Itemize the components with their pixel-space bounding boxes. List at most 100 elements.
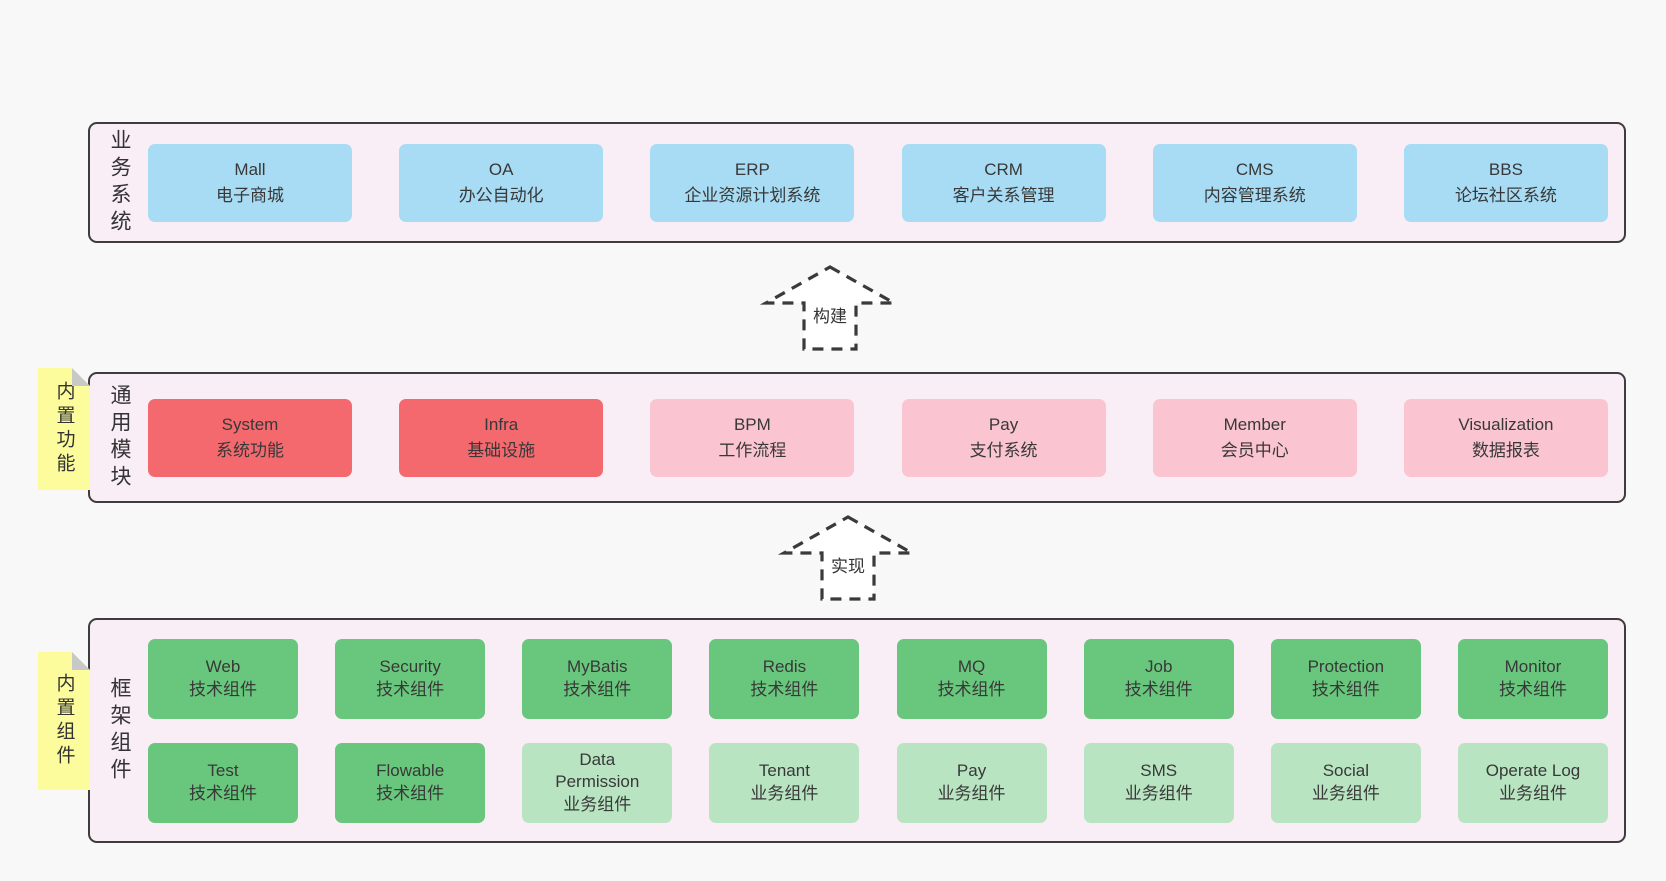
- box-flowable: Flowable 技术组件: [335, 742, 486, 823]
- box-tenant-name: Tenant: [758, 761, 810, 781]
- box-mybatis-sub: 技术组件: [563, 679, 632, 699]
- box-bbs-name: BBS: [1488, 160, 1523, 179]
- box-mall-name: Mall: [234, 160, 266, 179]
- box-tenant: Tenant 业务组件: [709, 742, 860, 823]
- panel-modules-label: 通用模块: [90, 374, 148, 501]
- box-pay-business-sub: 业务组件: [937, 783, 1006, 803]
- box-member-sub: 会员中心: [1220, 440, 1289, 460]
- box-cms: CMS 内容管理系统: [1152, 143, 1357, 222]
- box-mall-sub: 电子商城: [216, 185, 284, 205]
- box-test-name: Test: [207, 761, 239, 781]
- sticky-note-builtin-features: 内置功能: [38, 368, 90, 490]
- box-protection: Protection 技术组件: [1270, 638, 1421, 719]
- box-bbs-sub: 论坛社区系统: [1454, 185, 1557, 205]
- box-mybatis-name: MyBatis: [567, 657, 628, 677]
- box-test: Test 技术组件: [148, 742, 298, 823]
- box-web: Web 技术组件: [148, 638, 298, 719]
- box-member-name: Member: [1223, 415, 1286, 434]
- box-operate-log-name: Operate Log: [1485, 761, 1581, 781]
- box-redis-name: Redis: [762, 657, 807, 677]
- box-social: Social 业务组件: [1270, 742, 1421, 823]
- box-mall: Mall 电子商城: [148, 143, 352, 222]
- arrow-implement-label: 实现: [828, 552, 868, 577]
- components-row-2: Test 技术组件 Flowable 技术组件 Data Permission …: [148, 742, 1608, 823]
- panel-components-label: 框架组件: [90, 620, 148, 841]
- box-data-permission-name: Data Permission: [555, 749, 640, 792]
- box-pay-business: Pay 业务组件: [896, 742, 1047, 823]
- box-data-permission-sub: 业务组件: [563, 794, 632, 814]
- box-protection-sub: 技术组件: [1311, 679, 1380, 699]
- box-infra-sub: 基础设施: [467, 440, 536, 460]
- box-oa-name: OA: [488, 160, 514, 179]
- box-protection-name: Protection: [1307, 657, 1385, 677]
- box-crm-name: CRM: [984, 160, 1023, 179]
- panel-framework-components: 框架组件 Web 技术组件 Security 技术组件 MyBatis 技术组件…: [88, 618, 1626, 843]
- arrow-implement: 实现: [778, 514, 918, 602]
- box-system: System 系统功能: [148, 398, 352, 477]
- box-erp-sub: 企业资源计划系统: [684, 185, 821, 205]
- panel-modules-label-text: 通用模块: [108, 383, 131, 492]
- box-mq: MQ 技术组件: [896, 638, 1047, 719]
- box-erp: ERP 企业资源计划系统: [650, 143, 855, 222]
- box-pay-name: Pay: [988, 415, 1019, 434]
- box-flowable-sub: 技术组件: [376, 783, 445, 803]
- box-system-sub: 系统功能: [216, 440, 284, 460]
- box-crm: CRM 客户关系管理: [901, 143, 1106, 222]
- box-security-name: Security: [379, 657, 441, 677]
- box-erp-name: ERP: [734, 160, 770, 179]
- box-member: Member 会员中心: [1152, 398, 1357, 477]
- components-row-1: Web 技术组件 Security 技术组件 MyBatis 技术组件 Redi…: [148, 638, 1608, 719]
- note-features-text: 内置功能: [53, 381, 75, 477]
- box-security: Security 技术组件: [335, 638, 486, 719]
- panel-business-label: 业务系统: [90, 124, 148, 241]
- box-system-name: System: [221, 415, 279, 434]
- box-crm-sub: 客户关系管理: [952, 185, 1055, 205]
- box-redis: Redis 技术组件: [709, 638, 860, 719]
- box-job-name: Job: [1144, 657, 1173, 677]
- box-cms-sub: 内容管理系统: [1203, 185, 1306, 205]
- panel-components-content: Web 技术组件 Security 技术组件 MyBatis 技术组件 Redi…: [148, 620, 1624, 841]
- panel-modules-content: System 系统功能 Infra 基础设施 BPM 工作流程 Pay 支付系统…: [148, 374, 1624, 501]
- box-bpm-name: BPM: [733, 415, 771, 434]
- box-monitor-name: Monitor: [1504, 657, 1562, 677]
- box-mq-sub: 技术组件: [937, 679, 1006, 699]
- box-monitor-sub: 技术组件: [1498, 679, 1567, 699]
- box-pay: Pay 支付系统: [901, 398, 1106, 477]
- box-visualization-name: Visualization: [1458, 415, 1554, 434]
- arrow-build: 构建: [760, 264, 900, 352]
- box-sms-name: SMS: [1140, 761, 1178, 781]
- arrow-build-label: 构建: [810, 302, 850, 327]
- box-social-sub: 业务组件: [1311, 783, 1380, 803]
- box-monitor: Monitor 技术组件: [1457, 638, 1608, 719]
- box-oa-sub: 办公自动化: [458, 185, 544, 205]
- sticky-note-builtin-components: 内置组件: [38, 652, 90, 790]
- panel-business-content: Mall 电子商城 OA 办公自动化 ERP 企业资源计划系统 CRM 客户关系…: [148, 124, 1624, 241]
- panel-business-systems: 业务系统 Mall 电子商城 OA 办公自动化 ERP 企业资源计划系统 CRM…: [88, 122, 1626, 243]
- box-infra: Infra 基础设施: [399, 398, 604, 477]
- box-infra-name: Infra: [484, 415, 519, 434]
- box-operate-log-sub: 业务组件: [1498, 783, 1567, 803]
- box-pay-sub: 支付系统: [969, 440, 1038, 460]
- box-redis-sub: 技术组件: [750, 679, 819, 699]
- box-bpm-sub: 工作流程: [718, 440, 787, 460]
- box-web-sub: 技术组件: [189, 679, 257, 699]
- box-social-name: Social: [1322, 761, 1369, 781]
- box-pay-business-name: Pay: [956, 761, 987, 781]
- box-visualization-sub: 数据报表: [1471, 440, 1540, 460]
- box-cms-name: CMS: [1235, 160, 1274, 179]
- box-test-sub: 技术组件: [189, 783, 257, 803]
- box-security-sub: 技术组件: [376, 679, 445, 699]
- box-mybatis: MyBatis 技术组件: [522, 638, 673, 719]
- box-visualization: Visualization 数据报表: [1403, 398, 1608, 477]
- panel-common-modules: 通用模块 System 系统功能 Infra 基础设施 BPM 工作流程 Pay…: [88, 372, 1626, 503]
- box-tenant-sub: 业务组件: [750, 783, 819, 803]
- box-mq-name: MQ: [957, 657, 986, 677]
- box-flowable-name: Flowable: [376, 761, 445, 781]
- box-sms-sub: 业务组件: [1124, 783, 1193, 803]
- box-oa: OA 办公自动化: [399, 143, 604, 222]
- box-job-sub: 技术组件: [1124, 679, 1193, 699]
- box-operate-log: Operate Log 业务组件: [1457, 742, 1608, 823]
- note-components-text: 内置组件: [53, 673, 75, 769]
- box-sms: SMS 业务组件: [1083, 742, 1234, 823]
